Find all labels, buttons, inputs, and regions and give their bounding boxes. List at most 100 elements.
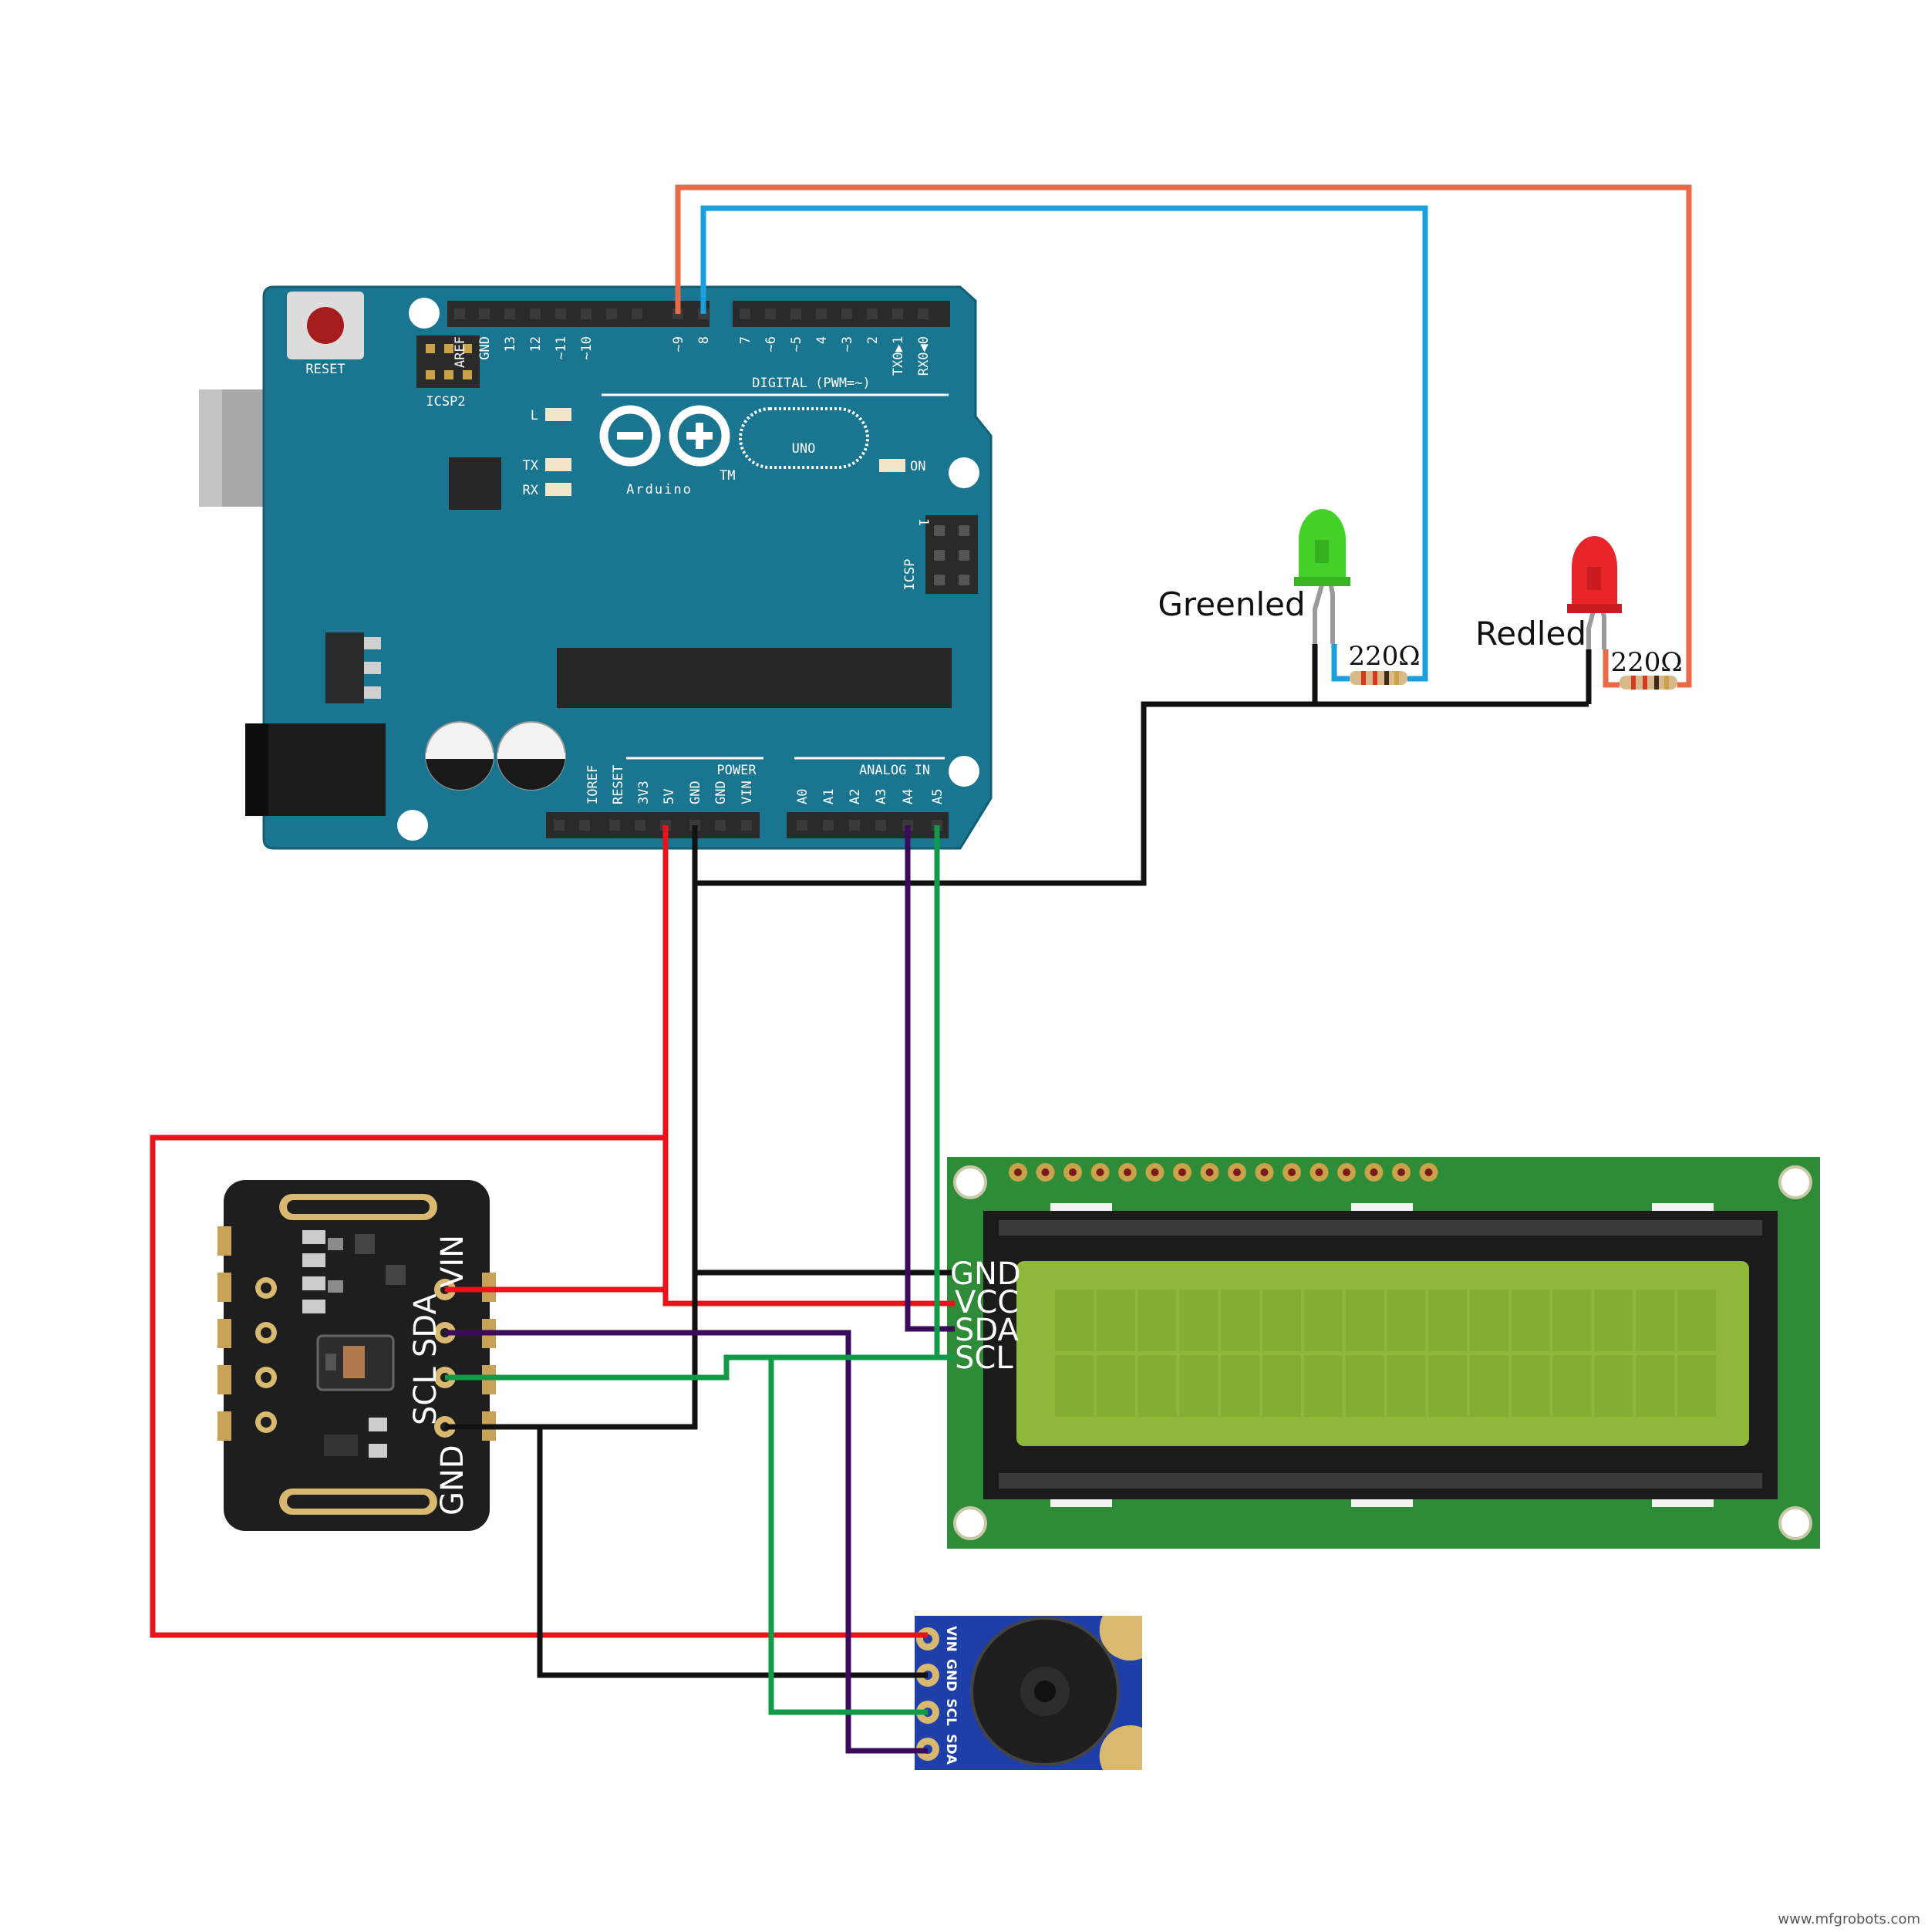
uno-label: UNO: [792, 441, 816, 457]
header-hole: [609, 820, 620, 831]
power-header-label: POWER: [716, 763, 757, 778]
red-resistor-label: 220Ω: [1610, 647, 1682, 678]
power-pin-label: GND: [713, 781, 729, 804]
digital-pin-label: 4: [814, 336, 830, 344]
power-pin-label: 3V3: [636, 781, 652, 804]
lcd-char-cell: [1303, 1290, 1343, 1351]
lcd-pinhole-center: [1096, 1168, 1104, 1176]
lcd-pinhole-center: [1233, 1168, 1241, 1176]
lcd-char-cell: [1428, 1355, 1468, 1417]
analog-pin-label: A4: [901, 789, 916, 804]
temp-pin-label-scl: SCL: [943, 1698, 959, 1726]
wire-pin8: [700, 205, 1428, 682]
lcd-char-cell: [1428, 1290, 1468, 1351]
analog-header: [787, 812, 949, 838]
icsp-pin: [959, 550, 969, 561]
arduino-brand-label: Arduino: [626, 482, 693, 497]
reset-label: RESET: [305, 362, 345, 377]
power-pin-label: IOREF: [585, 765, 601, 804]
header-hole: [816, 309, 827, 319]
power-pin-label: GND: [688, 781, 703, 804]
header-hole: [606, 309, 617, 319]
green-resistor-label: 220Ω: [1348, 641, 1420, 672]
heart-pin-label-gnd: GND: [435, 1445, 470, 1516]
header-hole: [867, 309, 878, 319]
lcd-char-cell: [1470, 1290, 1508, 1351]
header-hole: [579, 820, 590, 831]
icsp2-pin: [426, 370, 435, 379]
icsp-header: [925, 515, 978, 594]
lcd-char-cell: [1055, 1290, 1094, 1351]
heart-rate-sensor: VIN SDA SCL GND: [217, 1180, 496, 1531]
mount-hole: [397, 810, 428, 841]
lcd-char-cell: [1303, 1355, 1343, 1417]
wire-gnd: [445, 825, 955, 1678]
power-pin-label: VIN: [740, 781, 755, 804]
header-hole: [635, 820, 645, 831]
lcd-char-cell: [1594, 1355, 1633, 1417]
header-hole: [479, 309, 490, 319]
analog-pin-label: A2: [848, 789, 863, 804]
lcd-char-cell: [1262, 1355, 1301, 1417]
lcd-mount-hole: [953, 1506, 987, 1540]
green-led-assembly: Greenled 220Ω: [1158, 509, 1421, 685]
icsp2-pin: [444, 370, 453, 379]
digital-pin-label: ~3: [840, 336, 855, 352]
uno-badge: [739, 407, 869, 469]
header-hole: [632, 309, 642, 319]
atmega-chip: [557, 648, 952, 708]
lcd-pinhole-center: [1069, 1168, 1077, 1176]
lcd-pinhole-center: [1151, 1168, 1159, 1176]
lcd-pin-label-sda: SDA: [955, 1313, 1019, 1348]
header-hole: [581, 309, 592, 319]
header-hole: [555, 309, 566, 319]
power-pin-label: RESET: [611, 765, 626, 804]
usb-chip: [449, 457, 501, 510]
icsp-pin: [934, 550, 945, 561]
lcd-mount-hole: [1778, 1506, 1812, 1540]
header-hole: [790, 309, 801, 319]
lcd-char-cell: [1677, 1290, 1716, 1351]
wire-scl: [445, 825, 955, 1715]
digital-pin-label: RX0◀0: [916, 336, 932, 376]
lcd-char-cell: [1096, 1290, 1135, 1351]
lcd-char-cell: [1055, 1355, 1094, 1417]
icsp2-label: ICSP2: [426, 394, 465, 410]
lcd-char-cell: [1179, 1290, 1218, 1351]
lcd-char-cell: [1138, 1290, 1177, 1351]
icsp2-header: [416, 335, 480, 388]
lcd-char-cell: [1345, 1290, 1384, 1351]
voltage-regulator: [325, 632, 364, 703]
analog-pin-label: A3: [874, 789, 889, 804]
lcd-screen: [1016, 1261, 1749, 1446]
icsp2-pin: [463, 370, 472, 379]
lcd-char-cell: [1179, 1355, 1218, 1417]
digital-pin-label: TX0▶1: [891, 336, 906, 376]
icsp-pin: [934, 575, 945, 585]
wire-pin9: [675, 184, 1692, 688]
analog-pin-label: A5: [930, 789, 945, 804]
header-hole: [823, 820, 834, 831]
header-hole: [740, 309, 750, 319]
header-hole: [715, 820, 726, 831]
lcd-mount-hole: [953, 1165, 987, 1199]
digital-pin-label: 2: [865, 336, 881, 344]
digital-header-label: DIGITAL (PWM=~): [752, 376, 871, 391]
lcd-pinhole-center: [1178, 1168, 1186, 1176]
lcd-pinhole-center: [1205, 1168, 1214, 1176]
lcd-char-cell: [1387, 1355, 1426, 1417]
temp-pin-label-gnd: GND: [943, 1659, 959, 1691]
lcd-char-cell: [1552, 1355, 1592, 1417]
mount-hole: [949, 457, 979, 488]
lcd-char-cell: [1677, 1355, 1716, 1417]
red-led-assembly: Redled 220Ω: [1475, 536, 1683, 690]
header-hole: [918, 309, 929, 319]
lcd-pinhole-center: [1343, 1168, 1350, 1176]
dc-jack: [245, 723, 386, 816]
digital-pin-label: ~10: [579, 336, 595, 360]
lcd-pinhole-center: [1397, 1168, 1405, 1176]
header-hole: [797, 820, 807, 831]
logo-plus-ring: [669, 405, 730, 467]
analog-pin-label: A0: [795, 789, 811, 804]
